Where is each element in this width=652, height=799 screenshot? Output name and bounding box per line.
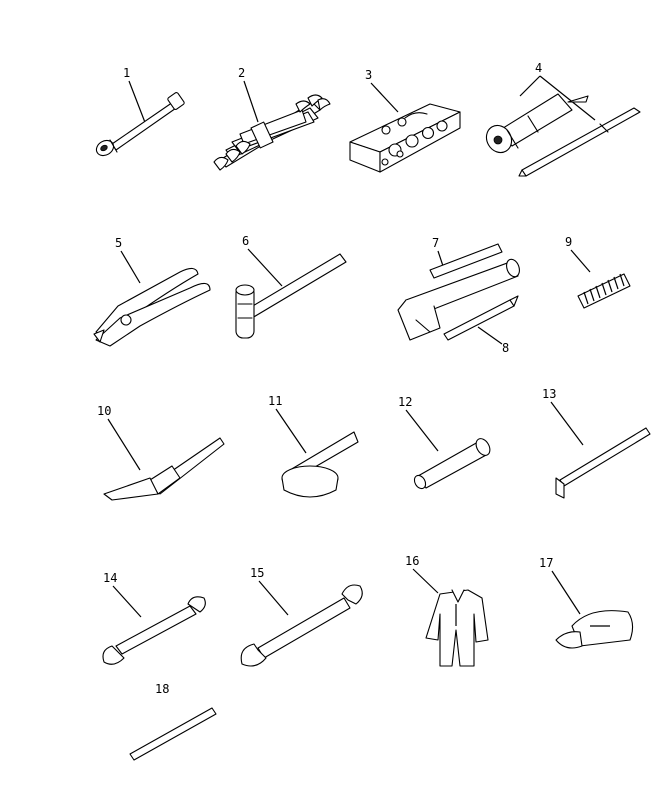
callout-label-9: 9 (565, 235, 572, 249)
callout-label-4: 4 (535, 61, 542, 75)
rod-18 (129, 707, 217, 761)
leader-line-14 (112, 585, 142, 618)
socket-adapter-12 (413, 438, 491, 490)
hex-wrench-13 (555, 427, 651, 499)
callout-label-10: 10 (97, 404, 111, 418)
nozzle-8 (443, 295, 519, 341)
leader-line-12 (405, 409, 439, 452)
open-end-wrench-14 (102, 596, 206, 665)
callout-label-18: 18 (155, 682, 169, 696)
callout-label-16: 16 (405, 554, 419, 568)
leader-line-10 (107, 418, 141, 471)
cap-17 (555, 610, 634, 649)
leader-line-2 (243, 80, 259, 123)
callout-labels: 1 2 3 4 5 6 7 8 9 10 11 12 13 14 15 16 1… (97, 61, 572, 696)
coil-spring-9 (577, 273, 631, 309)
callout-label-8: 8 (502, 341, 509, 355)
callout-label-5: 5 (115, 236, 122, 250)
box-wrench-bar-1 (95, 92, 185, 157)
callout-label-12: 12 (398, 395, 412, 409)
screwdriver-set-4 (485, 93, 641, 177)
leader-line-17 (551, 570, 581, 615)
coveralls-16 (425, 589, 489, 667)
callout-label-17: 17 (539, 556, 553, 570)
callout-label-15: 15 (250, 566, 264, 580)
callout-label-3: 3 (365, 68, 372, 82)
callout-label-2: 2 (238, 66, 245, 80)
leader-line-1 (128, 80, 147, 126)
leader-line-13 (550, 401, 584, 446)
leader-line-16 (412, 568, 439, 594)
grease-gun-7 (397, 243, 520, 341)
pliers-5 (93, 267, 211, 347)
leader-line-11 (275, 408, 307, 454)
leader-lines (107, 75, 596, 618)
hammer-6 (235, 253, 347, 339)
leader-line-15 (258, 580, 289, 616)
callout-label-1: 1 (123, 66, 130, 80)
leader-line-9 (570, 249, 591, 273)
socket-set-case-3 (349, 103, 461, 173)
callout-label-13: 13 (542, 387, 556, 401)
leader-line-5 (120, 250, 141, 284)
leader-line-6 (247, 248, 283, 287)
wrench-set-2 (213, 94, 331, 171)
callout-label-7: 7 (432, 236, 439, 250)
pry-bar-10 (103, 437, 225, 501)
leader-line-8 (477, 326, 503, 345)
callout-label-6: 6 (242, 234, 249, 248)
callout-label-14: 14 (103, 571, 117, 585)
leader-line-4b (539, 75, 596, 121)
callout-label-11: 11 (268, 394, 282, 408)
open-end-wrench-15 (240, 584, 363, 667)
leader-line-4a (519, 75, 541, 97)
leader-line-3 (370, 82, 399, 113)
filter-wrench-11 (281, 431, 359, 498)
